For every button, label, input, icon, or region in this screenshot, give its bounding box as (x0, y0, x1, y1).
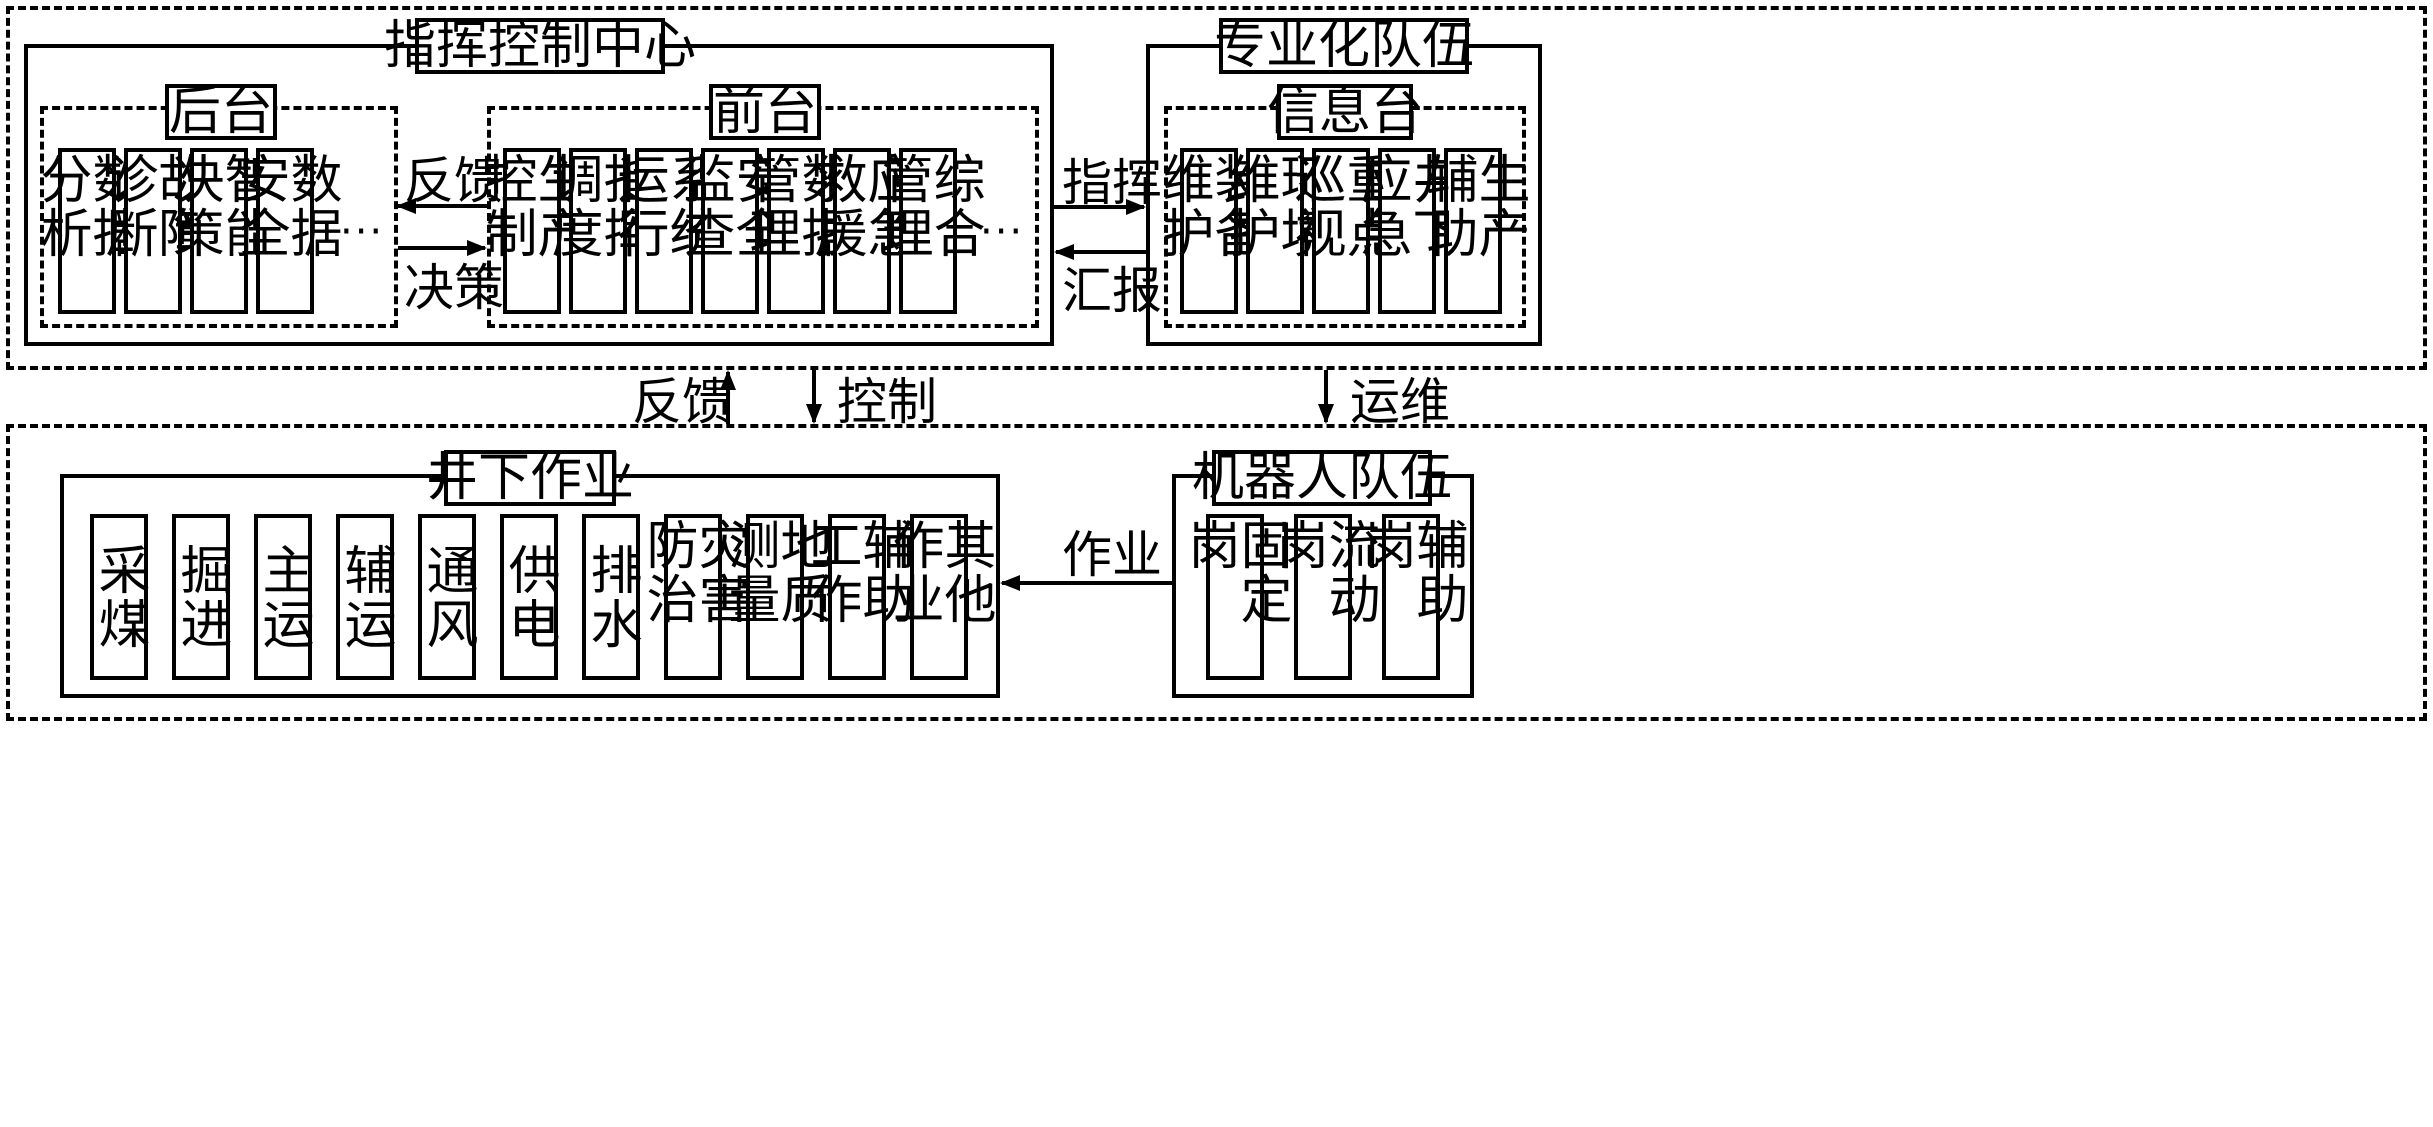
backend-item-box: 数据安全 (229, 148, 341, 314)
decision-label: 决策 (404, 259, 504, 317)
underground-item-label: 灾害防治 (637, 518, 749, 626)
underground-item-label: 通风 (417, 543, 477, 651)
pro-team-title: 专业化队伍 (1214, 16, 1475, 76)
info-desk-item-box: 装备维护 (1153, 148, 1265, 314)
work-label: 作业 (1062, 526, 1162, 584)
backend-item-box: 数据分析 (31, 148, 143, 314)
underground-item-box: 地质测量 (719, 514, 831, 680)
control-label: 控制 (837, 373, 937, 431)
frontend-title: 前台 (709, 84, 821, 140)
underground-item-box: 主运 (253, 514, 313, 680)
robot-team-title: 机器人队伍 (1192, 448, 1453, 508)
frontend-item-box: 指挥调度 (542, 148, 654, 314)
underground-item-label: 采煤 (89, 543, 149, 651)
underground-item-box: 供电 (499, 514, 559, 680)
frontend-ellipsis: ··· (980, 209, 1025, 255)
robot-item-label: 固定岗 (1179, 518, 1291, 626)
backend-ellipsis: ··· (340, 209, 385, 255)
robot-item-box: 辅助岗 (1355, 514, 1467, 680)
underground-item-box: 灾害防治 (637, 514, 749, 680)
underground-item-label: 辅助工作 (801, 518, 913, 626)
underground-item-label: 掘进 (171, 543, 231, 651)
underground-item-label: 主运 (253, 543, 313, 651)
feedback-label-mid: 反馈 (632, 373, 732, 431)
underground-item-box: 其他作业 (883, 514, 995, 680)
ops-label: 运维 (1350, 373, 1450, 431)
robot-item-label: 流动岗 (1267, 518, 1379, 626)
frontend-item-label: 综合管理 (872, 152, 984, 260)
info-desk-item-label: 环境维护 (1219, 152, 1331, 260)
underground-item-box: 排水 (581, 514, 641, 680)
underground-item-label: 供电 (499, 543, 559, 651)
underground-item-label: 其他作业 (883, 518, 995, 626)
feedback-label-top: 反馈 (404, 152, 504, 210)
frontend-item-box: 综合管理 (872, 148, 984, 314)
info-desk-item-box: 环境维护 (1219, 148, 1331, 314)
underground-title: 井下作业 (426, 448, 635, 508)
underground-item-box: 采煤 (89, 514, 149, 680)
operation-region (6, 424, 2427, 721)
backend-title: 后台 (165, 84, 277, 140)
robot-item-box: 流动岗 (1267, 514, 1379, 680)
underground-item-label: 辅运 (335, 543, 395, 651)
underground-item-label: 排水 (581, 543, 641, 651)
command-center-title: 指挥控制中心 (384, 16, 697, 76)
backend-item-label: 数据安全 (229, 152, 341, 260)
underground-item-box: 辅助工作 (801, 514, 913, 680)
frontend-item-box: 数据管理 (740, 148, 852, 314)
underground-item-label: 地质测量 (719, 518, 831, 626)
robot-item-label: 辅助岗 (1355, 518, 1467, 626)
info-desk-title: 信息台 (1267, 82, 1424, 142)
info-desk-item-box: 生产辅助 (1417, 148, 1529, 314)
info-desk-item-box: 井下应急 (1351, 148, 1463, 314)
backend-item-box: 故障诊断 (97, 148, 209, 314)
info-desk-item-label: 生产辅助 (1417, 152, 1529, 260)
report-label: 汇报 (1062, 262, 1162, 320)
management-region (6, 6, 2427, 370)
robot-item-box: 固定岗 (1179, 514, 1291, 680)
underground-item-box: 辅运 (335, 514, 395, 680)
underground-item-box: 通风 (417, 514, 477, 680)
underground-item-box: 掘进 (171, 514, 231, 680)
frontend-item-box: 生产控制 (476, 148, 588, 314)
